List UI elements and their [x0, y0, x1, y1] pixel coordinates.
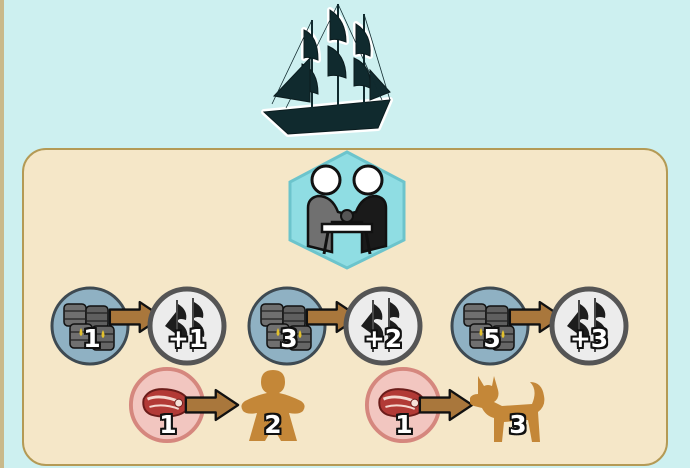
exchange-3-cost: 5: [483, 324, 501, 353]
left-border: [0, 0, 4, 468]
arrow-right-icon: [418, 388, 474, 422]
trade-action-icon[interactable]: [286, 150, 408, 270]
exchange-3-gain: +3: [569, 324, 609, 353]
arrow-right-icon: [184, 388, 240, 422]
sailing-ship-icon: [261, 3, 393, 137]
exchange-1-cost: 1: [83, 324, 101, 353]
dog-icon: [470, 376, 545, 442]
food-trade-1-cost: 1: [159, 410, 177, 439]
exchange-1-gain: +1: [167, 324, 207, 353]
food-trade-2-gain: 3: [509, 410, 527, 439]
food-trade-1-gain: 2: [264, 410, 282, 439]
food-trade-2-cost: 1: [395, 410, 413, 439]
exchange-2-cost: 3: [280, 324, 298, 353]
meeple-worker-icon: [241, 370, 305, 441]
exchange-2-gain: +2: [363, 324, 403, 353]
